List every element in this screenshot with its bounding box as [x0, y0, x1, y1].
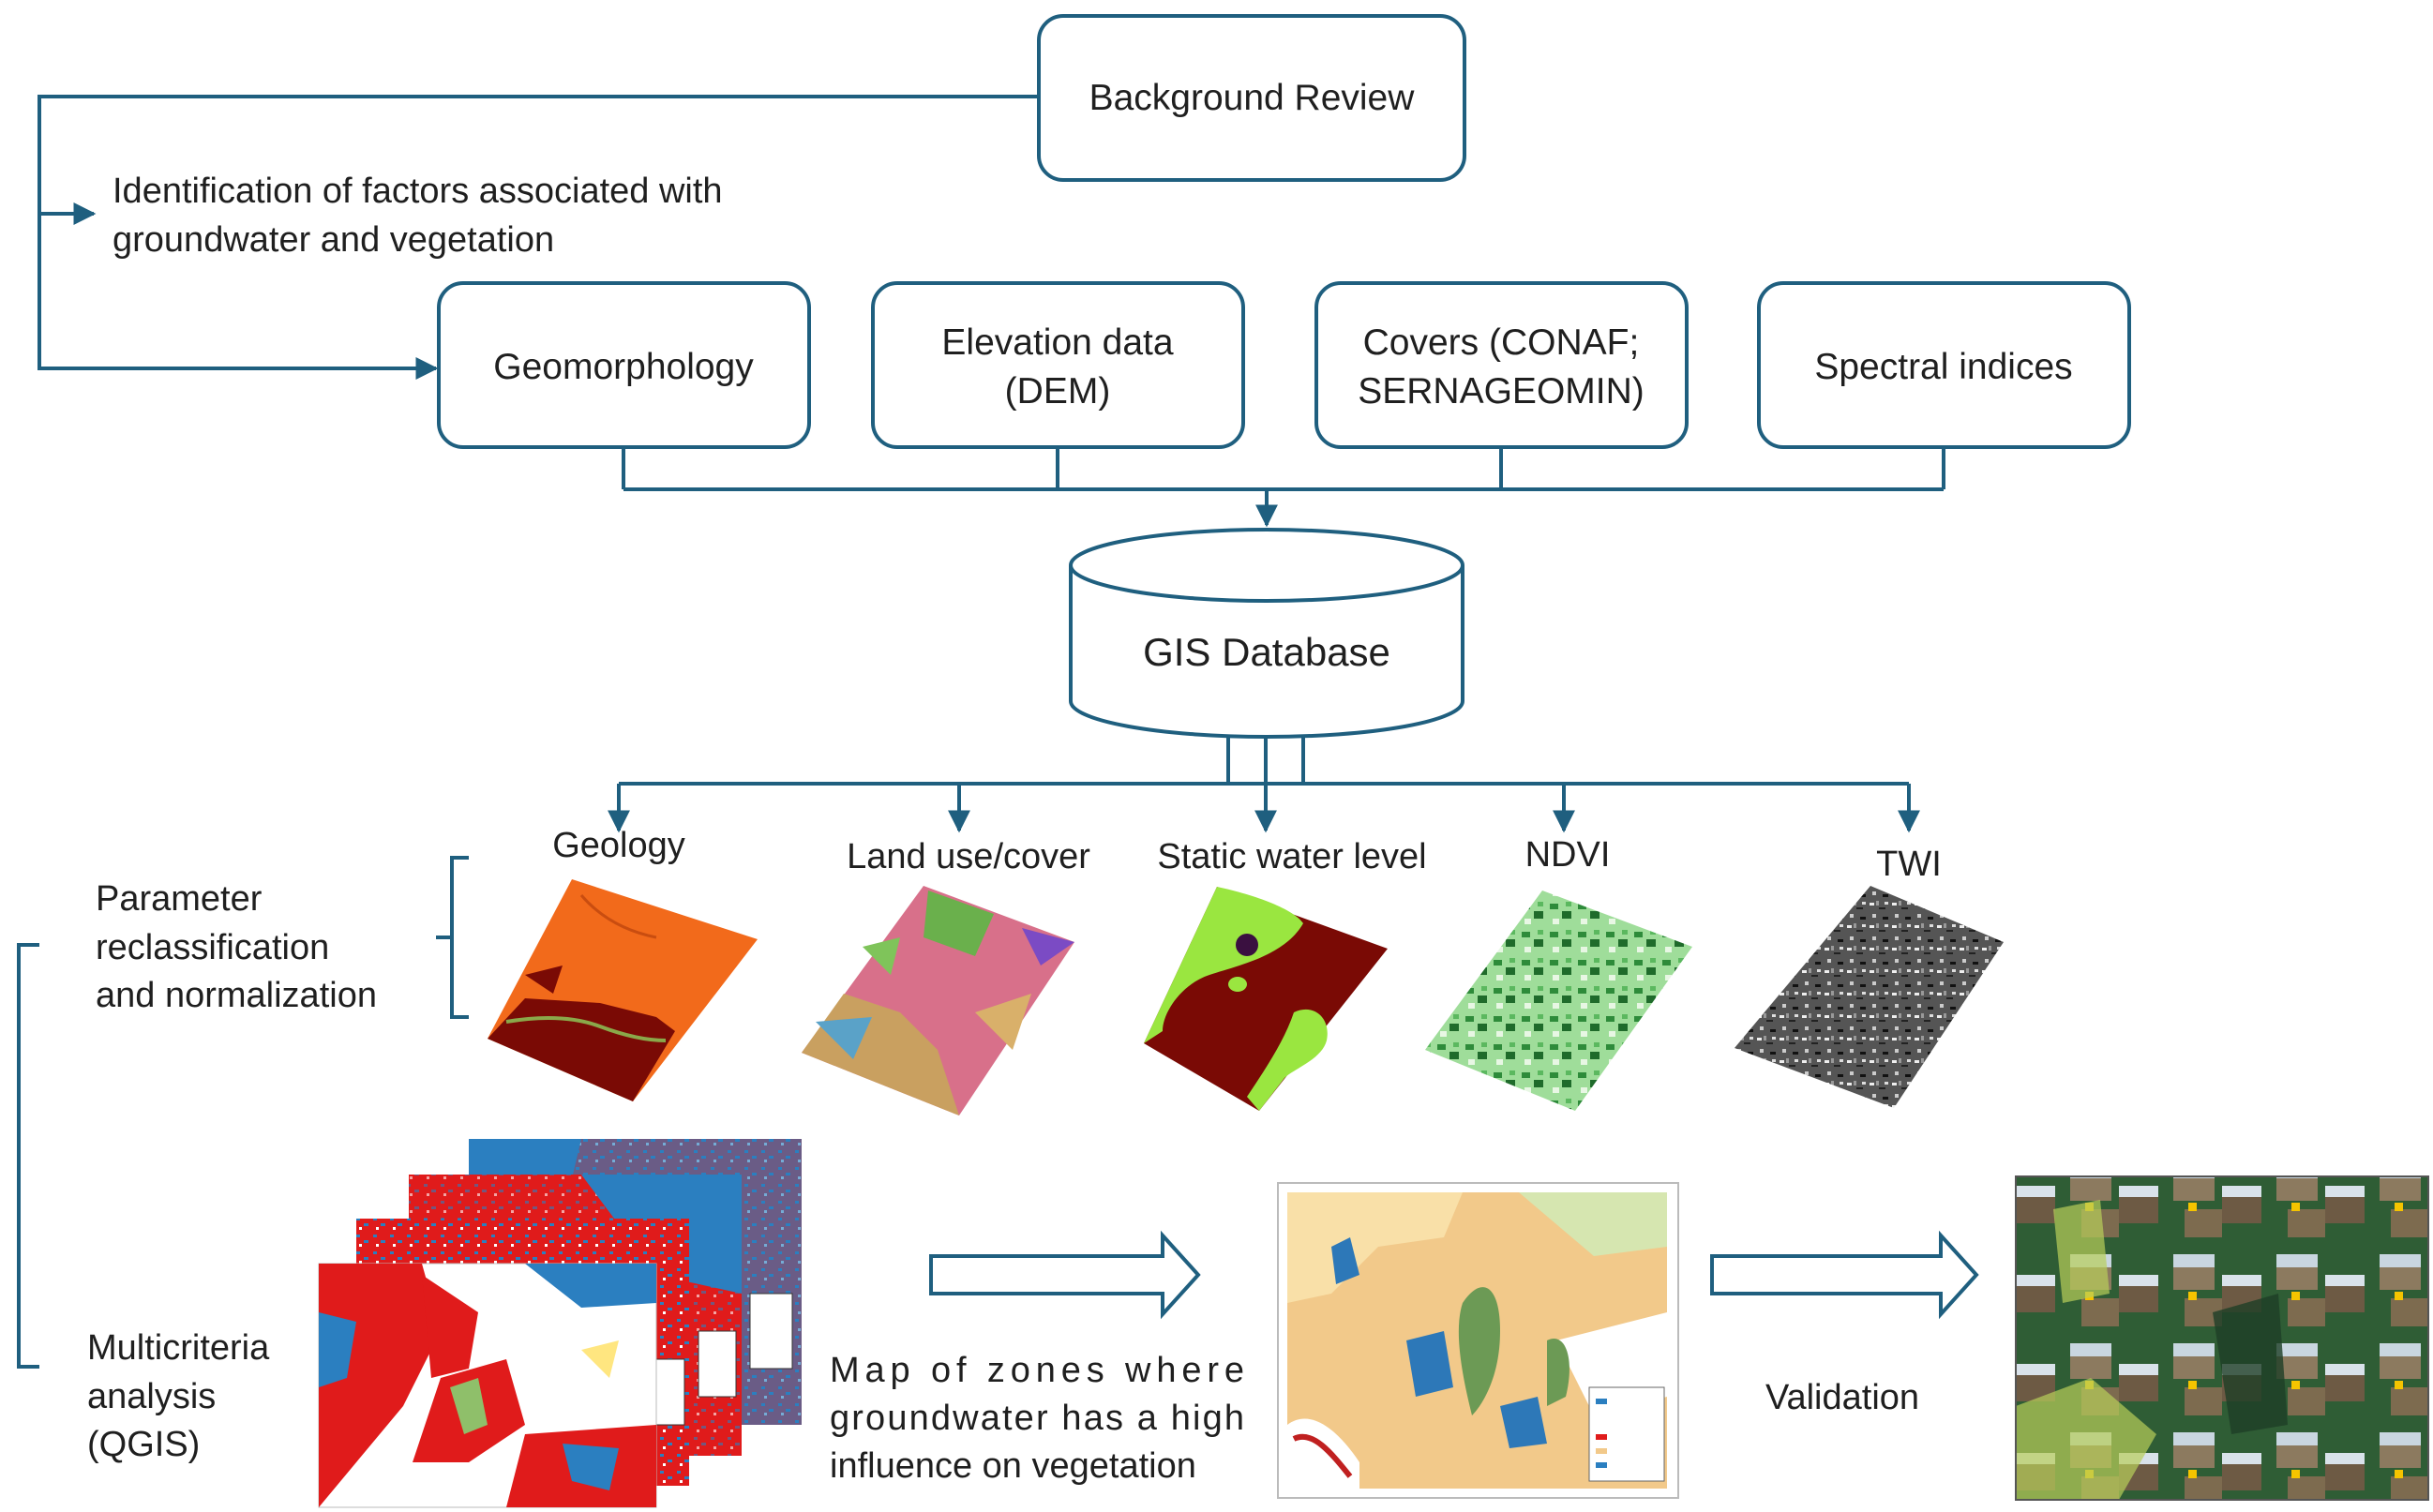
gis-database-cylinder: GIS Database [1069, 528, 1464, 739]
layer-label-twi: TWI [1876, 845, 1942, 884]
layer-label-ndvi: NDVI [1525, 835, 1611, 875]
result-text-line2: groundwater has a high [830, 1399, 1244, 1438]
ndvi-map-thumbnail [1425, 891, 1692, 1111]
water-level-map-thumbnail [1144, 887, 1388, 1111]
layer-label-geology: Geology [552, 826, 685, 865]
multicriteria-map-stack [318, 1139, 802, 1508]
input-box-geomorphology: Geomorphology [437, 281, 811, 449]
validation-photo-collage [2015, 1175, 2429, 1501]
input-label: Covers (CONAF; [1363, 322, 1640, 363]
input-box-spectral: Spectral indices [1757, 281, 2131, 449]
review-connector [38, 95, 1039, 380]
input-label: Elevation data [941, 322, 1173, 363]
result-map-thumbnail [1277, 1182, 1679, 1499]
factors-text-line1: Identification of factors associated wit… [113, 172, 723, 211]
param-text-line2: reclassification [96, 928, 329, 967]
input-label: Spectral indices [1814, 347, 2072, 387]
mca-text-line3: (QGIS) [87, 1425, 200, 1464]
database-distribution-connector [608, 737, 1920, 833]
layer-label-water-level: Static water level [1157, 837, 1426, 876]
param-text-line3: and normalization [96, 976, 377, 1015]
result-text-line3: influence on vegetation [830, 1446, 1196, 1486]
input-label: (DEM) [1005, 371, 1111, 412]
inputs-merge-connector [622, 447, 1945, 528]
factors-text-line2: groundwater and vegetation [113, 220, 554, 260]
twi-map-thumbnail [1735, 886, 2004, 1108]
param-text-line1: Parameter [96, 879, 263, 919]
input-box-elevation: Elevation data (DEM) [871, 281, 1245, 449]
geology-map-thumbnail [488, 879, 758, 1101]
input-label: SERNAGEOMIN) [1358, 371, 1645, 412]
input-box-covers: Covers (CONAF; SERNAGEOMIN) [1314, 281, 1689, 449]
hollow-arrow-to-validation [1710, 1230, 1979, 1320]
background-review-label: Background Review [1089, 78, 1416, 118]
landuse-map-thumbnail [802, 886, 1074, 1115]
result-text-line1: Map of zones where [830, 1351, 1244, 1390]
input-label: Geomorphology [493, 347, 754, 387]
gis-database-label: GIS Database [1143, 630, 1390, 674]
layer-label-landuse: Land use/cover [847, 837, 1090, 876]
hollow-arrow-to-result [929, 1230, 1201, 1320]
process-bracket [17, 943, 39, 1369]
validation-label: Validation [1765, 1378, 1919, 1417]
parameter-bracket [436, 856, 469, 1019]
mca-text-line2: analysis [87, 1377, 216, 1416]
mca-text-line1: Multicriteria [87, 1328, 270, 1368]
